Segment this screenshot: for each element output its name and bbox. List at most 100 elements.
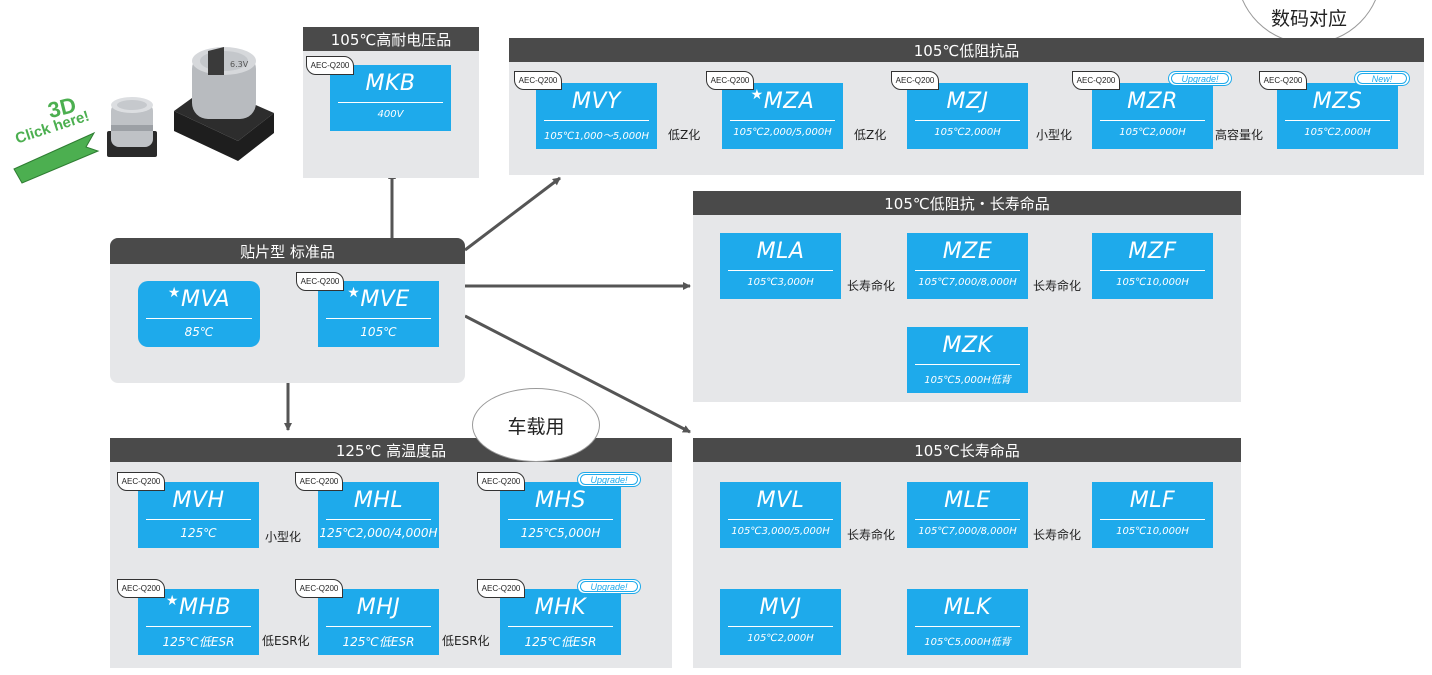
divider <box>326 318 431 319</box>
green-arrow-icon <box>13 131 100 184</box>
product-mzj[interactable]: MZJ 105℃2,000H <box>907 83 1028 149</box>
divider <box>915 626 1020 627</box>
divider <box>326 519 431 520</box>
upgrade-badge: Upgrade! <box>1168 71 1232 86</box>
product-mzr[interactable]: MZR 105℃2,000H <box>1092 83 1213 149</box>
star-icon: ★ <box>750 87 764 103</box>
star-icon: ★ <box>347 285 361 301</box>
product-mla[interactable]: MLA 105℃3,000H <box>720 233 841 299</box>
divider <box>146 626 251 627</box>
product-spec: 125℃低ESR <box>524 635 597 649</box>
arrow-label-long-life-3: 长寿命化 <box>847 528 896 542</box>
divider <box>508 519 613 520</box>
product-name: MZF <box>1128 239 1177 264</box>
product-spec: 85℃ <box>184 325 214 339</box>
divider <box>730 120 835 121</box>
product-mzk[interactable]: MZK 105℃5,000H低背 <box>907 327 1028 393</box>
product-spec: 125℃低ESR <box>162 635 235 649</box>
aec-q200-tag: AEC-Q200 <box>477 579 525 598</box>
product-mlk[interactable]: MLK 105℃5,000H低背 <box>907 589 1028 655</box>
product-name: MZJ <box>946 89 989 114</box>
divider <box>508 626 613 627</box>
arrow-label-low-esr-2: 低ESR化 <box>442 634 490 648</box>
badge-border <box>1357 73 1407 84</box>
product-mzs[interactable]: MZS 105℃2,000H <box>1277 83 1398 149</box>
product-mlf[interactable]: MLF 105℃10,000H <box>1092 482 1213 548</box>
panel-low-z-long-life-header: 105℃低阻抗・长寿命品 <box>693 191 1241 215</box>
divider <box>1285 120 1390 121</box>
product-name: MZK <box>942 333 993 358</box>
arrow-label-miniaturize-ht: 小型化 <box>265 530 302 544</box>
product-name: MZS <box>1312 89 1363 114</box>
product-spec: 105℃2,000H <box>934 127 1001 138</box>
capacitor-small-image <box>107 97 157 157</box>
aec-q200-tag: AEC-Q200 <box>891 71 939 90</box>
product-mzf[interactable]: MZF 105℃10,000H <box>1092 233 1213 299</box>
click-3d-link[interactable]: 3D Click here! <box>8 92 100 185</box>
product-spec: 105℃10,000H <box>1116 526 1189 537</box>
badge-border <box>580 581 638 592</box>
product-name: ★MZA <box>750 87 815 114</box>
product-mze[interactable]: MZE 105℃7,000/8,000H <box>907 233 1028 299</box>
aec-q200-tag: AEC-Q200 <box>706 71 754 90</box>
product-mvl[interactable]: MVL 105℃3,000/5,000H <box>720 482 841 548</box>
product-name: MZR <box>1127 89 1178 114</box>
upgrade-badge: Upgrade! <box>577 579 641 594</box>
star-icon: ★ <box>165 593 179 609</box>
product-name: MKB <box>365 71 416 96</box>
product-name: MZE <box>942 239 993 264</box>
product-mhb[interactable]: ★MHB 125℃低ESR <box>138 589 259 655</box>
product-mve[interactable]: ★MVE 105℃ <box>318 281 439 347</box>
divider <box>728 626 833 627</box>
product-name: ★MVE <box>347 285 410 312</box>
product-spec: 105℃3,000/5,000H <box>731 526 830 537</box>
product-mhj[interactable]: MHJ 125℃低ESR <box>318 589 439 655</box>
product-name: MVY <box>572 89 621 114</box>
product-mle[interactable]: MLE 105℃7,000/8,000H <box>907 482 1028 548</box>
product-mva[interactable]: ★MVA 85℃ <box>138 281 260 347</box>
aec-q200-tag: AEC-Q200 <box>477 472 525 491</box>
product-mza[interactable]: ★MZA 105℃2,000/5,000H <box>722 83 843 149</box>
product-mvy[interactable]: MVY 105℃1,000〜5,000H <box>536 83 657 149</box>
divider <box>915 120 1020 121</box>
panel-long-life-header: 105℃长寿命品 <box>693 438 1241 462</box>
arrow-label-long-life-2: 长寿命化 <box>1033 279 1082 293</box>
upgrade-badge: Upgrade! <box>577 472 641 487</box>
product-mhl[interactable]: MHL 125℃2,000/4,000H <box>318 482 439 548</box>
panel-standard-header: 贴片型 标准品 <box>110 238 465 264</box>
aec-q200-tag: AEC-Q200 <box>306 56 354 75</box>
arrow-label-long-life-1: 长寿命化 <box>847 279 896 293</box>
aec-q200-tag: AEC-Q200 <box>1072 71 1120 90</box>
product-spec: 105℃2,000H <box>1304 127 1371 138</box>
product-spec: 125℃5,000H <box>520 526 601 540</box>
divider <box>326 626 431 627</box>
aec-q200-tag: AEC-Q200 <box>295 579 343 598</box>
arrow-label-low-z-1: 低Z化 <box>668 128 701 142</box>
product-mhs[interactable]: MHS 125℃5,000H <box>500 482 621 548</box>
automotive-bubble: 车载用 <box>472 388 600 462</box>
new-badge: New! <box>1354 71 1410 86</box>
product-mhk[interactable]: MHK 125℃低ESR <box>500 589 621 655</box>
arrow-label-low-z-2: 低Z化 <box>854 128 887 142</box>
divider <box>338 102 443 103</box>
product-spec: 105℃2,000H <box>747 633 814 644</box>
divider <box>915 519 1020 520</box>
badge-border <box>580 474 638 485</box>
product-mvj[interactable]: MVJ 105℃2,000H <box>720 589 841 655</box>
product-spec: 105℃1,000〜5,000H <box>543 131 650 142</box>
product-spec: 105℃7,000/8,000H <box>918 277 1017 288</box>
divider <box>1100 120 1205 121</box>
divider <box>1100 270 1205 271</box>
capacitor-large-image: 6.3V <box>174 47 274 161</box>
arrow-label-long-life-4: 长寿命化 <box>1033 528 1082 542</box>
product-spec: 400V <box>377 109 404 120</box>
divider <box>728 270 833 271</box>
aec-q200-tag: AEC-Q200 <box>117 472 165 491</box>
product-mvh[interactable]: MVH 125℃ <box>138 482 259 548</box>
svg-text:6.3V: 6.3V <box>230 60 249 69</box>
aec-q200-tag: AEC-Q200 <box>117 579 165 598</box>
product-mkb[interactable]: MKB 400V <box>330 65 451 131</box>
divider <box>146 318 252 319</box>
product-spec: 105℃10,000H <box>1116 277 1189 288</box>
product-name: MHK <box>534 595 587 620</box>
